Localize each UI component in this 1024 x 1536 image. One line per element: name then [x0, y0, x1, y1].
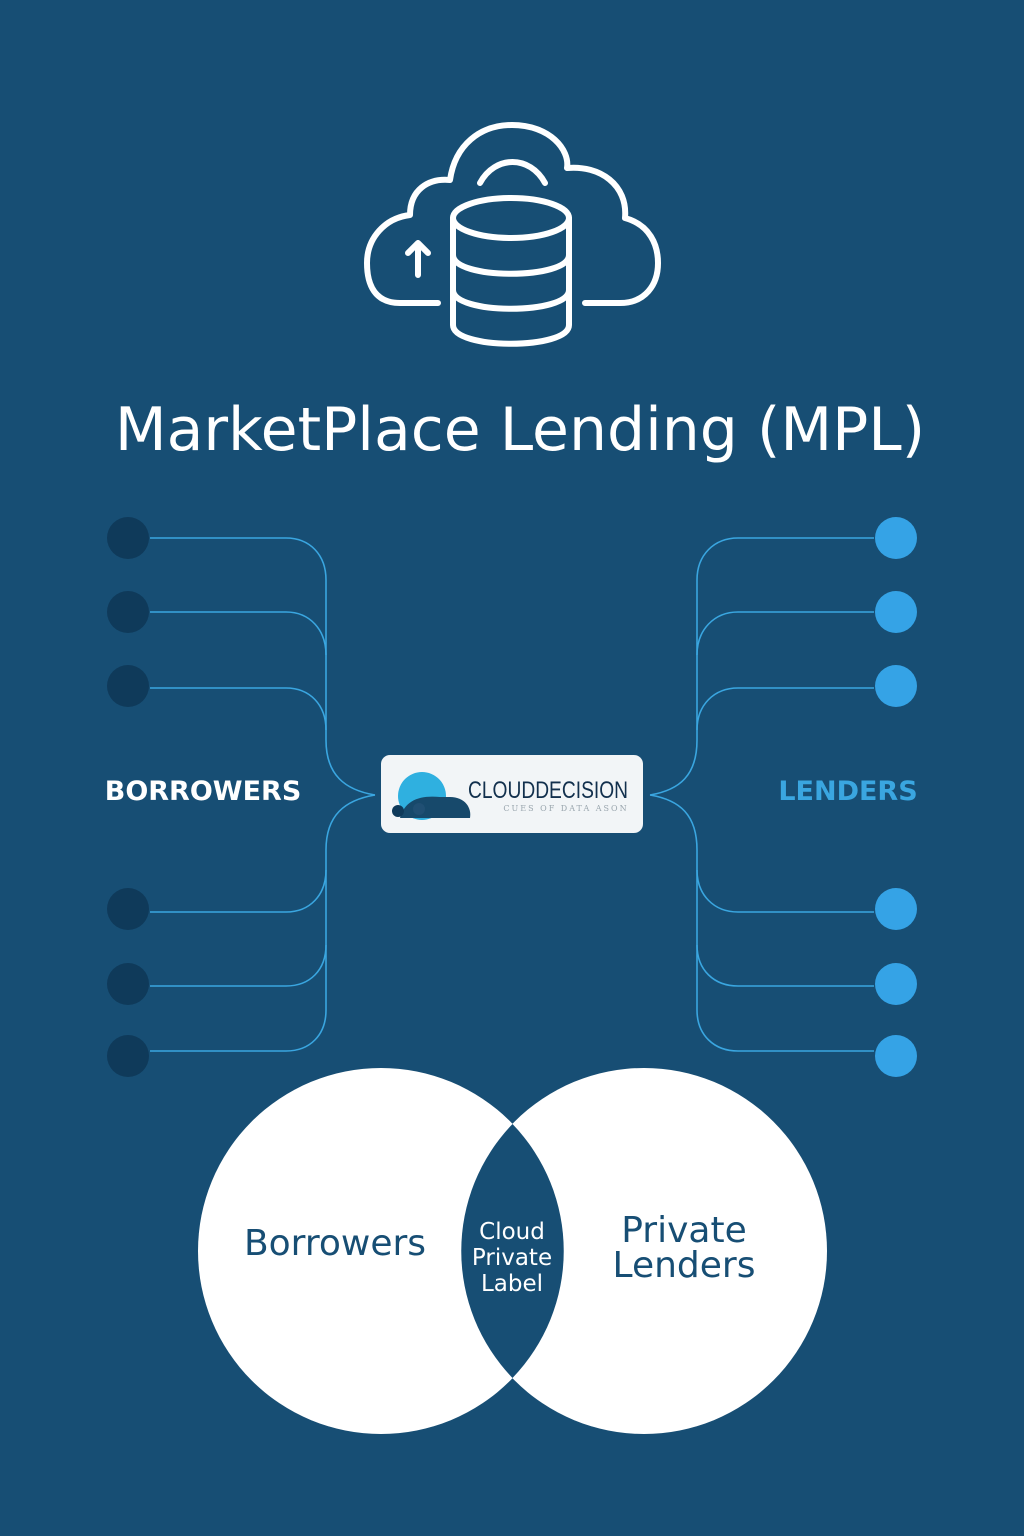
connector-line: [696, 944, 874, 987]
clouddecision-logo: CLOUDDECISION CUES OF DATA ASON: [381, 755, 643, 833]
borrower-node: [107, 1035, 149, 1077]
venn-diagram: Borrowers Cloud Private Label Private Le…: [198, 1068, 827, 1434]
venn-right-line: Private: [621, 1210, 747, 1251]
connector-line: [696, 687, 874, 731]
logo-tagline: CUES OF DATA ASON: [503, 804, 628, 813]
cloud-database-upload-icon: [364, 122, 661, 347]
connector-line: [696, 869, 874, 913]
connector-line: [150, 611, 327, 656]
lender-nodes: [875, 517, 917, 1077]
borrower-nodes: [107, 517, 149, 1077]
venn-right-line: Lenders: [613, 1245, 756, 1286]
venn-center-line: Cloud: [479, 1219, 545, 1245]
connector-line: [150, 537, 376, 796]
connector-line: [150, 794, 376, 1052]
venn-intersection: [461, 1124, 564, 1378]
lender-node: [875, 963, 917, 1005]
venn-center-line: Label: [481, 1271, 543, 1297]
borrowers-label: BORROWERS: [105, 776, 302, 807]
lender-node: [875, 591, 917, 633]
connector-line: [150, 944, 327, 987]
borrower-node: [107, 665, 149, 707]
connector-line: [150, 869, 327, 913]
venn-left-label: Borrowers: [244, 1223, 426, 1264]
lenders-label: LENDERS: [778, 776, 917, 807]
connector-line: [150, 687, 327, 731]
connector-line: [696, 611, 874, 656]
connector-line: [649, 794, 874, 1052]
lender-node: [875, 665, 917, 707]
connector-line: [649, 537, 874, 796]
lender-node: [875, 888, 917, 930]
venn-circle-borrowers: [198, 1068, 564, 1434]
borrower-node: [107, 963, 149, 1005]
venn-center-line: Private: [472, 1245, 552, 1271]
borrower-node: [107, 517, 149, 559]
logo-name: CLOUDDECISION: [468, 777, 628, 804]
lender-node: [875, 1035, 917, 1077]
page-title: MarketPlace Lending (MPL): [115, 395, 925, 465]
connector-lines: [150, 537, 874, 1052]
borrower-node: [107, 888, 149, 930]
borrower-node: [107, 591, 149, 633]
venn-circle-lenders: [461, 1068, 827, 1434]
lender-node: [875, 517, 917, 559]
